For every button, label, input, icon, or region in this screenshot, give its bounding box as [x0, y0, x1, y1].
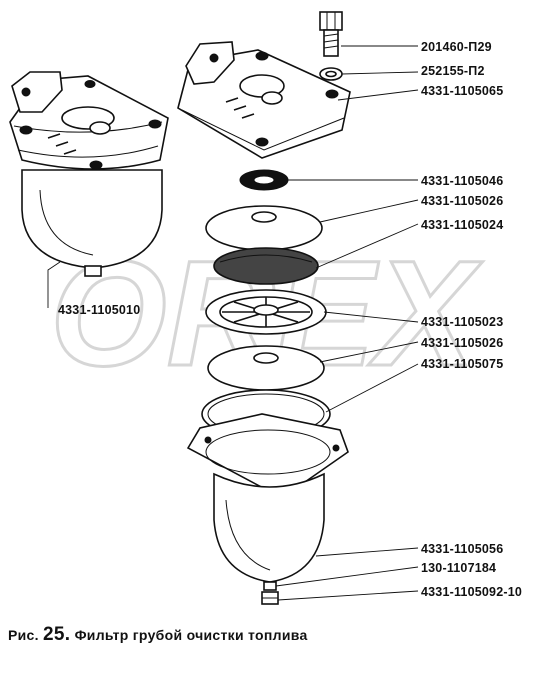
filter-mesh [213, 247, 319, 285]
label-drain-screw: 4331-1105092-10 [421, 585, 523, 599]
label-reflector-bottom: 4331-1105026 [421, 336, 504, 350]
label-reflector-top: 4331-1105026 [421, 194, 504, 208]
assembled-filter [9, 71, 169, 277]
reflector-disc-bottom [207, 345, 325, 391]
distributor [205, 289, 327, 335]
filter-bowl [186, 413, 349, 583]
label-filter-head: 4331-1105065 [421, 84, 504, 98]
label-gasket-130: 130-1107184 [421, 561, 497, 575]
caption-title: Фильтр грубой очистки топлива [74, 627, 308, 643]
label-assembled-filter: 4331-1105010 [58, 303, 141, 317]
washer [319, 67, 343, 81]
reflector-disc-top [205, 205, 323, 251]
label-gasket-ring: 4331-1105046 [421, 174, 504, 188]
leader-lines [47, 45, 419, 601]
label-bolt: 201460-П29 [421, 40, 492, 54]
label-bowl-gasket: 4331-1105075 [421, 357, 504, 371]
caption-number: 25. [43, 624, 71, 645]
drain-screw [261, 581, 279, 605]
label-washer: 252155-П2 [421, 64, 485, 78]
label-distributor: 4331-1105023 [421, 315, 504, 329]
label-filter-mesh: 4331-1105024 [421, 218, 504, 232]
gasket-ring [239, 169, 289, 191]
caption-prefix: Рис. [8, 627, 39, 643]
bolt [319, 11, 343, 57]
filter-head [177, 41, 351, 159]
figure-caption: Рис. 25. Фильтр грубой очистки топлива [8, 624, 308, 646]
label-filter-bowl: 4331-1105056 [421, 542, 504, 556]
